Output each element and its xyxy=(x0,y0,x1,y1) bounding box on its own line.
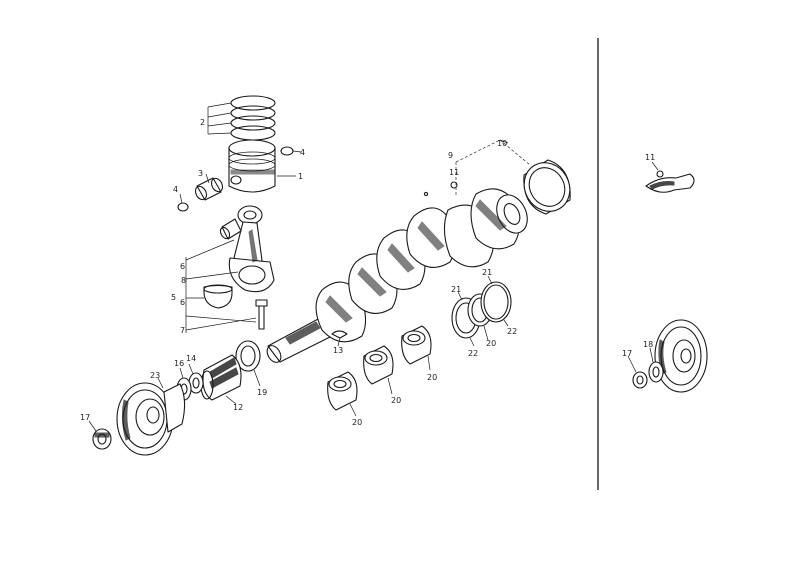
callout-6b: 6 xyxy=(180,298,185,307)
callout-20b: 20 xyxy=(391,396,401,405)
woodruff-key xyxy=(331,330,348,347)
crankshaft xyxy=(266,181,528,363)
piston xyxy=(228,139,276,193)
callout-9: 9 xyxy=(448,151,453,160)
callout-23: 23 xyxy=(150,371,160,380)
callout-2: 2 xyxy=(200,118,205,127)
callout-21b: 21 xyxy=(482,268,492,277)
piston-rings xyxy=(230,95,276,141)
detail-oil-jet-11 xyxy=(645,161,695,193)
callout-1: 1 xyxy=(298,172,303,181)
callout-20d: 20 xyxy=(486,339,496,348)
upper-dashed-leaders xyxy=(455,139,531,196)
callout-16: 16 xyxy=(174,359,184,368)
callout-17: 17 xyxy=(80,413,90,422)
small-end-bushing xyxy=(219,218,242,240)
callout-5: 5 xyxy=(171,293,176,302)
rod-bearing-shells xyxy=(203,284,233,309)
callout-8: 8 xyxy=(181,276,186,285)
callout-19: 19 xyxy=(257,388,267,397)
crank-pulley-23 xyxy=(116,377,186,456)
callout-21a: 21 xyxy=(451,285,461,294)
main-bearing-20b xyxy=(363,345,394,395)
rod-leader-bracket xyxy=(185,239,257,333)
rod-bolt xyxy=(255,299,268,330)
callout-11: 11 xyxy=(449,168,459,177)
callout-13: 13 xyxy=(333,346,343,355)
callout-20a: 20 xyxy=(352,418,362,427)
callout-7: 7 xyxy=(180,326,185,335)
callout-4b: 4 xyxy=(173,185,178,194)
connecting-rod xyxy=(228,205,275,293)
callout-10: 10 xyxy=(497,139,507,148)
callout-17-detail: 17 xyxy=(622,349,632,358)
callout-18-detail: 18 xyxy=(643,340,653,349)
pulley-nut-17 xyxy=(88,420,112,450)
callout-14: 14 xyxy=(186,354,196,363)
thrust-washers-21-22 xyxy=(451,275,512,347)
callout-6: 6 xyxy=(180,262,185,271)
timing-gear-12 xyxy=(200,354,242,405)
spacer-14-16 xyxy=(176,363,204,401)
callout-20c: 20 xyxy=(427,373,437,382)
detail-pulley xyxy=(627,319,708,393)
piston-leader-lines xyxy=(179,102,302,204)
piston-pin xyxy=(194,177,224,201)
main-bearing-20c xyxy=(401,325,432,371)
callout-11-detail: 11 xyxy=(645,153,655,162)
rear-seal-sleeve xyxy=(523,159,571,215)
main-bearing-20a xyxy=(327,371,358,417)
callout-3: 3 xyxy=(198,169,203,178)
callout-labels: 1 2 3 4 4 5 6 6 7 8 9 10 11 13 12 14 16 … xyxy=(80,118,655,427)
callout-22b: 22 xyxy=(507,327,517,336)
callout-4: 4 xyxy=(300,148,305,157)
front-bearing-19 xyxy=(235,340,261,387)
callout-22a: 22 xyxy=(468,349,478,358)
callout-12: 12 xyxy=(233,403,243,412)
